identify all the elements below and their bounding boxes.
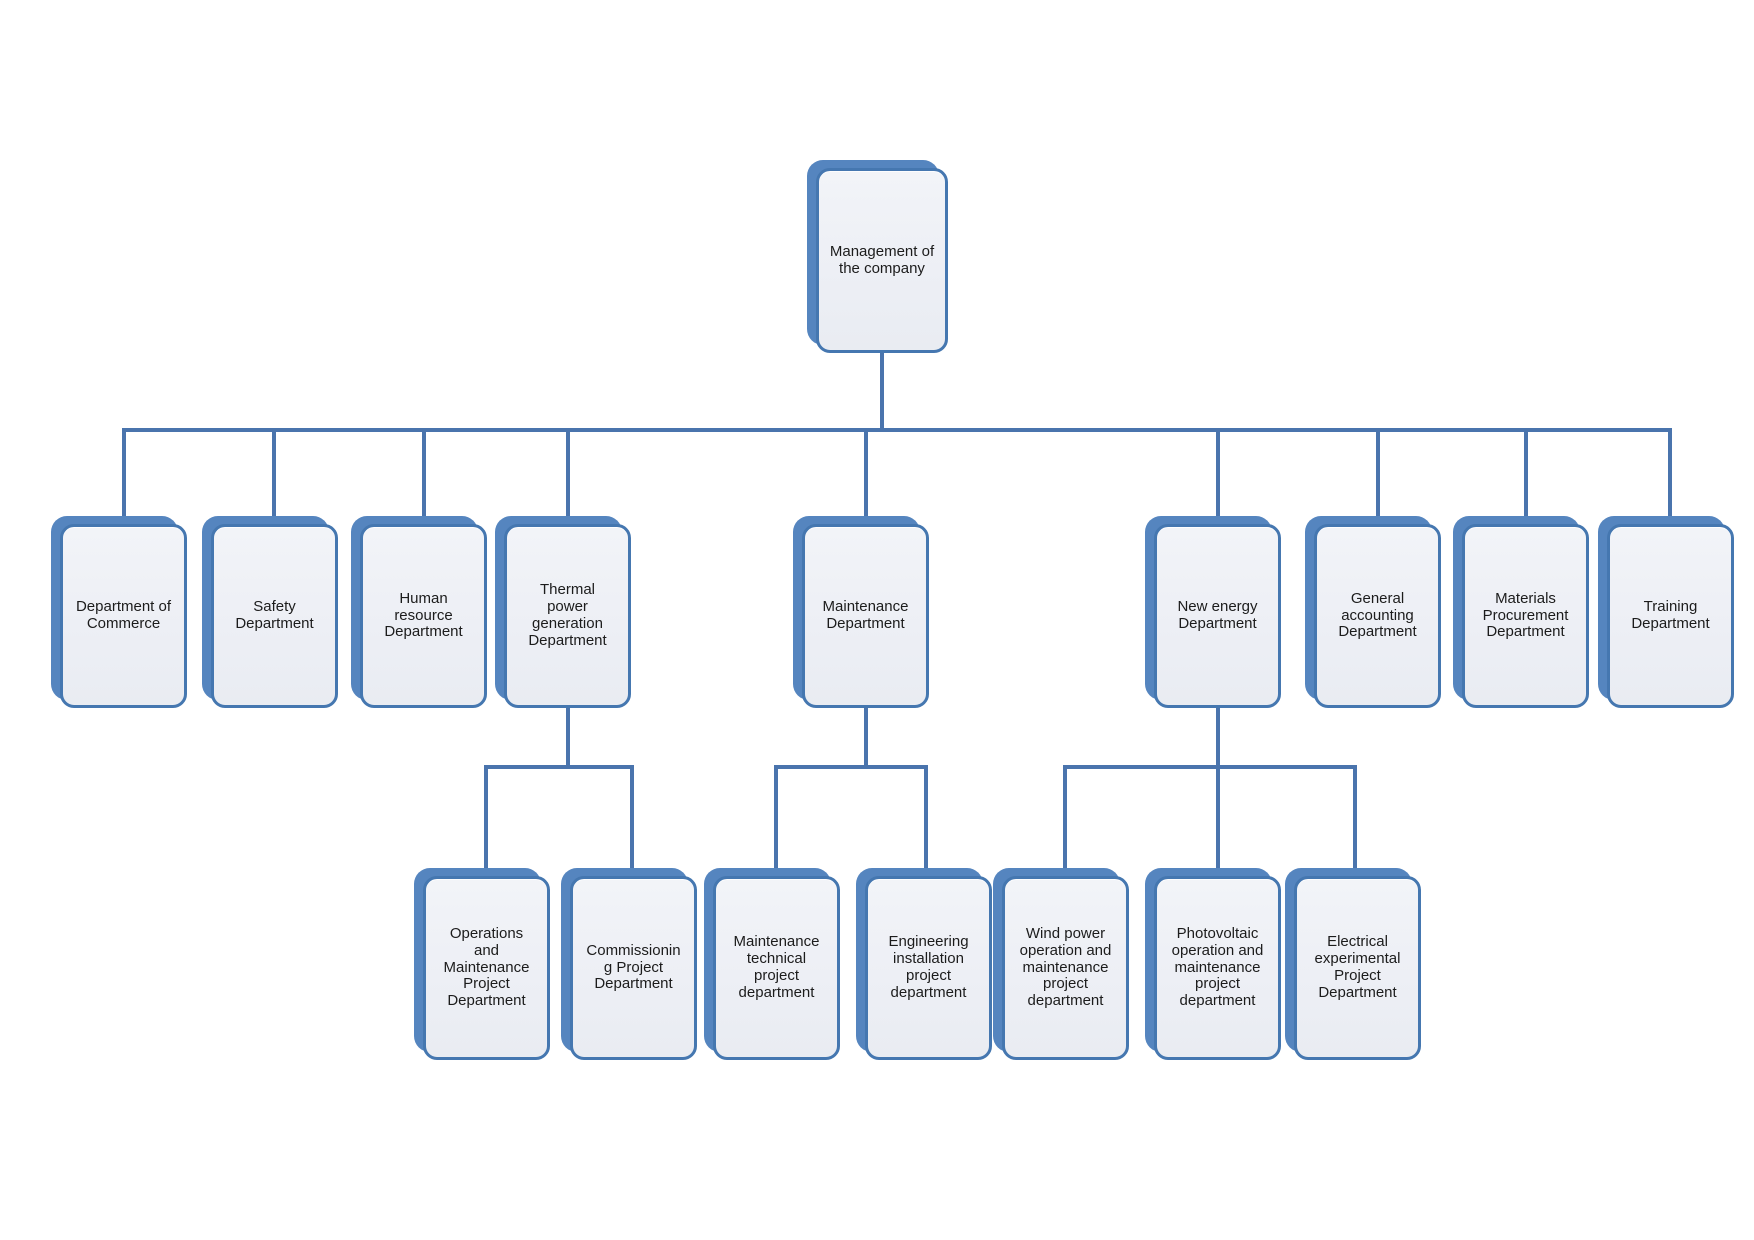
org-node-management[interactable]: Management of the company [807,160,948,353]
node-label: Wind power operation and maintenance pro… [1019,924,1112,1010]
connector-drop-thermal [566,428,570,520]
node-body: Commissioning Project Department [570,876,697,1060]
node-label: Maintenance technical project department [733,933,820,1001]
org-node-safety[interactable]: Safety Department [202,516,338,708]
org-node-operations-maintenance-project[interactable]: Operations and Maintenance Project Depar… [414,868,550,1060]
org-node-wind-power-project[interactable]: Wind power operation and maintenance pro… [993,868,1129,1060]
node-label: Electrical experimental Project Departme… [1314,933,1401,1001]
org-node-new-energy[interactable]: New energy Department [1145,516,1281,708]
org-node-training[interactable]: Training Department [1598,516,1734,708]
node-body: Thermal power generation Department [504,524,631,708]
org-node-human-resource[interactable]: Human resource Department [351,516,487,708]
connector-drop-maintenance [864,428,868,520]
connector-drop-maintenance-technical [774,765,778,878]
connector-drop-general-accounting [1376,428,1380,520]
connector-thermal-bus [484,765,634,769]
connector-drop-photovoltaic [1216,765,1220,878]
connector-new-energy-bus [1063,765,1357,769]
connector-drop-materials [1524,428,1528,520]
node-body: Department of Commerce [60,524,187,708]
org-node-materials-procurement[interactable]: Materials Procurement Department [1453,516,1589,708]
org-node-engineering-installation-project[interactable]: Engineering installation project departm… [856,868,992,1060]
node-label: Operations and Maintenance Project Depar… [443,924,530,1010]
org-node-general-accounting[interactable]: General accounting Department [1305,516,1441,708]
connector-maintenance-bus [774,765,928,769]
node-label: Photovoltaic operation and maintenance p… [1171,924,1264,1010]
node-body: General accounting Department [1314,524,1441,708]
org-node-maintenance-technical-project[interactable]: Maintenance technical project department [704,868,840,1060]
connector-level1-bus [124,428,1672,432]
node-label: Materials Procurement Department [1482,589,1569,641]
node-label: Training Department [1631,598,1710,632]
node-body: Electrical experimental Project Departme… [1294,876,1421,1060]
node-body: Training Department [1607,524,1734,708]
node-body: Management of the company [816,168,948,353]
connector-drop-commerce [122,428,126,520]
connector-drop-commissioning-project [630,765,634,878]
org-node-electrical-experimental-project[interactable]: Electrical experimental Project Departme… [1285,868,1421,1060]
node-body: Photovoltaic operation and maintenance p… [1154,876,1281,1060]
connector-drop-safety [272,428,276,520]
node-label: Human resource Department [384,589,463,641]
node-label: Department of Commerce [75,598,172,632]
node-label: General accounting Department [1338,589,1417,641]
connector-maintenance-stub [864,708,868,767]
org-node-commissioning-project[interactable]: Commissioning Project Department [561,868,697,1060]
node-label: New energy Department [1177,598,1258,632]
org-node-maintenance[interactable]: Maintenance Department [793,516,929,708]
node-body: Safety Department [211,524,338,708]
connector-drop-engineering-installation [924,765,928,878]
connector-drop-operations-project [484,765,488,878]
node-label: Commissioning Project Department [586,941,681,993]
connector-drop-new-energy [1216,428,1220,520]
org-node-department-of-commerce[interactable]: Department of Commerce [51,516,187,708]
connector-new-energy-stub [1216,708,1220,767]
org-node-photovoltaic-project[interactable]: Photovoltaic operation and maintenance p… [1145,868,1281,1060]
connector-drop-wind-power [1063,765,1067,878]
node-label: Safety Department [235,598,314,632]
connector-root-stub [880,353,884,430]
node-body: Human resource Department [360,524,487,708]
org-node-thermal-power[interactable]: Thermal power generation Department [495,516,631,708]
connector-drop-human-resource [422,428,426,520]
node-label: Thermal power generation Department [528,581,607,649]
node-body: Engineering installation project departm… [865,876,992,1060]
node-body: New energy Department [1154,524,1281,708]
node-body: Maintenance technical project department [713,876,840,1060]
node-label: Engineering installation project departm… [888,933,969,1001]
node-body: Materials Procurement Department [1462,524,1589,708]
connector-drop-training [1668,428,1672,520]
connector-thermal-stub [566,708,570,767]
node-label: Maintenance Department [822,598,909,632]
connector-drop-electrical-experimental [1353,765,1357,878]
node-label: Management of the company [829,242,935,277]
node-body: Operations and Maintenance Project Depar… [423,876,550,1060]
node-body: Maintenance Department [802,524,929,708]
node-body: Wind power operation and maintenance pro… [1002,876,1129,1060]
